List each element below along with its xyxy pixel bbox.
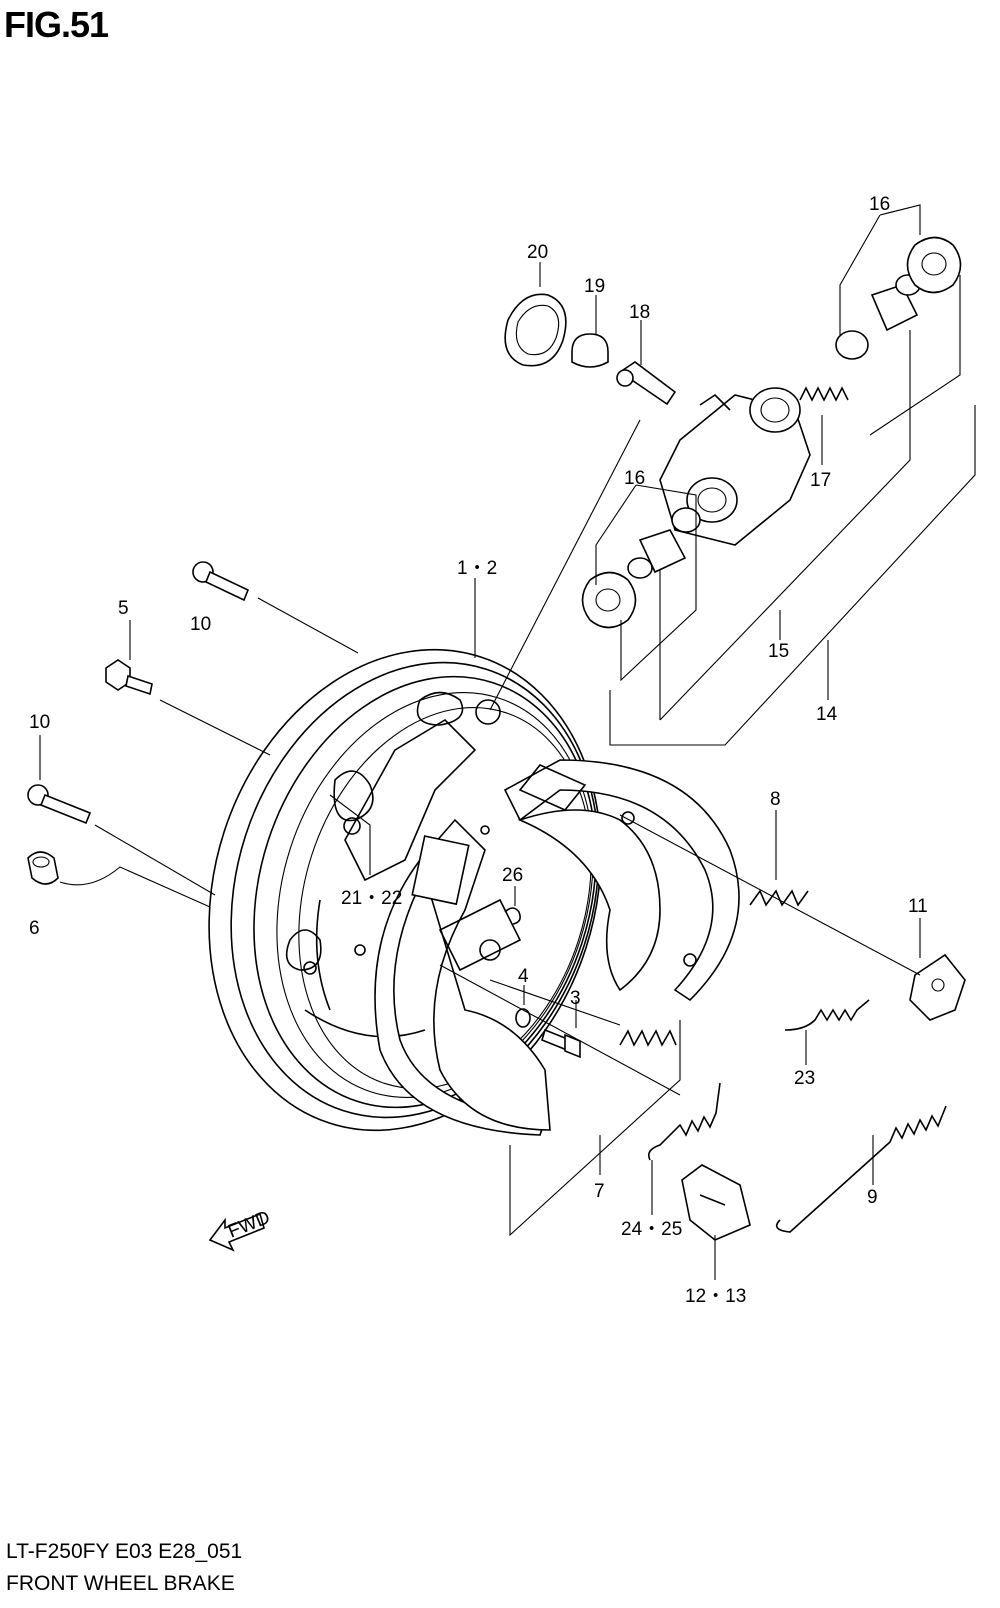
fwd-arrow: FWD bbox=[208, 1207, 273, 1252]
callout-16-lower: 16 bbox=[624, 468, 645, 489]
cylinder-spring bbox=[799, 386, 849, 402]
leader-lines bbox=[39, 204, 976, 1280]
bolt-10-lower bbox=[27, 784, 92, 825]
bolt-10-upper bbox=[192, 561, 250, 602]
callout-23: 23 bbox=[794, 1068, 815, 1089]
callout-15: 15 bbox=[768, 641, 789, 662]
model-code: LT-F250FY E03 E28_051 bbox=[6, 1540, 243, 1563]
return-spring-7 bbox=[619, 1029, 677, 1047]
callout-16-upper: 16 bbox=[869, 194, 890, 215]
adjuster-11 bbox=[909, 953, 966, 1021]
callout-5: 5 bbox=[118, 598, 129, 619]
bleeder-screw bbox=[616, 361, 677, 406]
brake-shoe-upper bbox=[503, 759, 740, 1002]
piston-kit-upper bbox=[835, 236, 962, 360]
washer-4 bbox=[515, 1008, 531, 1028]
callout-7: 7 bbox=[594, 1181, 605, 1202]
piston-kit-lower bbox=[581, 507, 701, 629]
callout-6: 6 bbox=[29, 918, 40, 939]
nut-6 bbox=[27, 851, 59, 885]
section-name: FRONT WHEEL BRAKE bbox=[6, 1572, 235, 1595]
figure-title: FIG.51 bbox=[4, 4, 109, 45]
clip-26 bbox=[504, 907, 521, 925]
spring-9 bbox=[775, 1105, 947, 1233]
callout-9: 9 bbox=[867, 1187, 878, 1208]
callout-8: 8 bbox=[770, 789, 781, 810]
callout-3: 3 bbox=[570, 988, 581, 1009]
bolt-3 bbox=[541, 1028, 581, 1059]
callout-4: 4 bbox=[518, 966, 529, 987]
wheel-cylinder bbox=[659, 387, 811, 546]
bleeder-cap bbox=[571, 333, 609, 368]
callout-20: 20 bbox=[527, 242, 548, 263]
callout-24-25: 24・25 bbox=[621, 1219, 682, 1240]
part-callouts: 20 19 18 16 16 17 15 14 1・2 10 5 10 6 21… bbox=[29, 194, 928, 1307]
callout-17: 17 bbox=[810, 470, 831, 491]
callout-26: 26 bbox=[502, 865, 523, 886]
callout-14: 14 bbox=[816, 704, 838, 725]
return-spring-8 bbox=[749, 889, 809, 907]
retainer-12-13 bbox=[681, 1164, 751, 1241]
bolt-5 bbox=[105, 659, 153, 696]
spring-24-25 bbox=[647, 1082, 721, 1161]
callout-12-13: 12・13 bbox=[685, 1286, 746, 1307]
callout-11: 11 bbox=[908, 896, 928, 917]
callout-10-upper: 10 bbox=[190, 614, 211, 635]
brake-shoe-lower bbox=[374, 818, 551, 1136]
spring-23 bbox=[784, 999, 870, 1031]
callout-1-2: 1・2 bbox=[457, 558, 497, 579]
callout-10-lower: 10 bbox=[29, 712, 50, 733]
dust-plate bbox=[504, 293, 567, 367]
callout-21-22: 21・22 bbox=[341, 888, 402, 909]
fwd-label: FWD bbox=[225, 1207, 273, 1243]
callout-18: 18 bbox=[629, 302, 650, 323]
callout-19: 19 bbox=[584, 276, 605, 297]
